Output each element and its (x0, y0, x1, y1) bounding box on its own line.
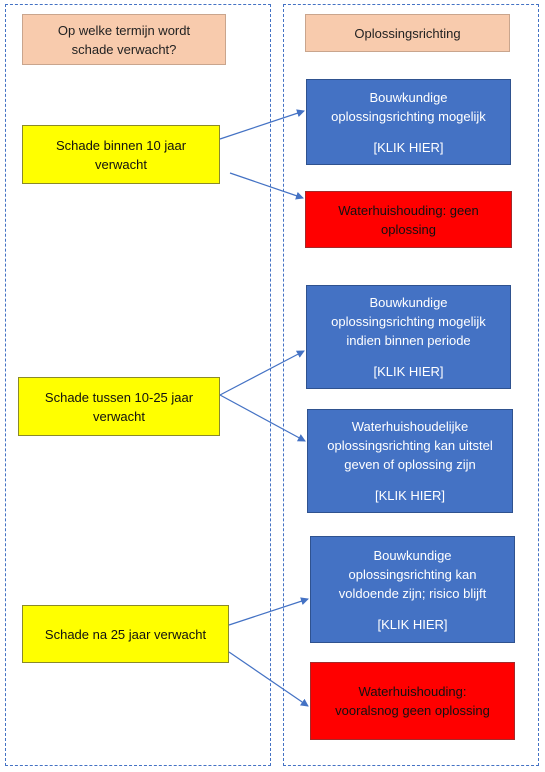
cause-line: Schade tussen 10-25 jaar (44, 389, 194, 405)
right-column-frame (283, 4, 539, 766)
solution-line: oplossing (381, 221, 436, 237)
header-term-line-1: Op welke termijn wordt (57, 22, 191, 38)
cause-after-25-years: Schade na 25 jaar verwacht (22, 605, 229, 663)
cause-line: Schade na 25 jaar verwacht (44, 626, 207, 642)
cause-within-10-years: Schade binnen 10 jaar verwacht (22, 125, 220, 184)
click-here-link[interactable]: [KLIK HIER] (374, 488, 446, 503)
cause-10-25-years: Schade tussen 10-25 jaar verwacht (18, 377, 220, 436)
click-here-link[interactable]: [KLIK HIER] (377, 616, 448, 632)
arrow-cause2-to-water (219, 394, 306, 442)
solution-line: oplossingsrichting mogelijk (331, 108, 486, 124)
arrow-cause1-to-water (229, 172, 304, 200)
header-solution-label: Oplossingsrichting (354, 25, 461, 41)
cause-line: verwacht (94, 156, 148, 172)
arrow-cause1-to-structural (219, 109, 305, 140)
solution-line: Bouwkundige (373, 547, 452, 563)
solution-line: Waterhuishouding: (358, 684, 467, 699)
cause-line: Schade binnen 10 jaar (55, 137, 187, 153)
header-term-line-2: schade verwacht? (71, 41, 177, 57)
cause-line: verwacht (92, 408, 146, 424)
solution-water-not-yet: Waterhuishouding: vooralsnog geen oploss… (310, 662, 515, 740)
click-here-link[interactable]: [KLIK HIER] (373, 139, 444, 155)
solution-line: voldoende zijn; risico blijft (338, 585, 487, 601)
arrow-cause3-to-water (228, 651, 309, 707)
solution-line: oplossingsrichting mogelijk (331, 314, 486, 329)
solution-line: indien binnen periode (346, 333, 471, 348)
solution-line: oplossingsrichting kan (348, 566, 477, 582)
solution-line: vooralsnog geen oplossing (335, 703, 490, 718)
solution-water-delay[interactable]: Waterhuishoudelijke oplossingsrichting k… (307, 409, 513, 513)
left-column-frame (5, 4, 271, 766)
click-here-link[interactable]: [KLIK HIER] (373, 364, 444, 379)
solution-structural-sufficient[interactable]: Bouwkundige oplossingsrichting kan voldo… (310, 536, 515, 643)
solution-structural-possible[interactable]: Bouwkundige oplossingsrichting mogelijk … (306, 79, 511, 165)
header-solution: Oplossingsrichting (305, 14, 510, 52)
arrow-cause3-to-structural (228, 597, 309, 626)
solution-line: oplossingsrichting kan uitstel (327, 438, 493, 453)
header-term: Op welke termijn wordt schade verwacht? (22, 14, 226, 65)
solution-line: Waterhuishouding: geen (338, 202, 479, 218)
arrow-cause2-to-structural (219, 350, 305, 396)
solution-structural-within-period[interactable]: Bouwkundige oplossingsrichting mogelijk … (306, 285, 511, 389)
solution-line: geven of oplossing zijn (344, 457, 476, 472)
solution-line: Bouwkundige (369, 89, 448, 105)
solution-line: Waterhuishoudelijke (351, 419, 469, 434)
solution-line: Bouwkundige (369, 295, 448, 310)
solution-water-none: Waterhuishouding: geen oplossing (305, 191, 512, 248)
